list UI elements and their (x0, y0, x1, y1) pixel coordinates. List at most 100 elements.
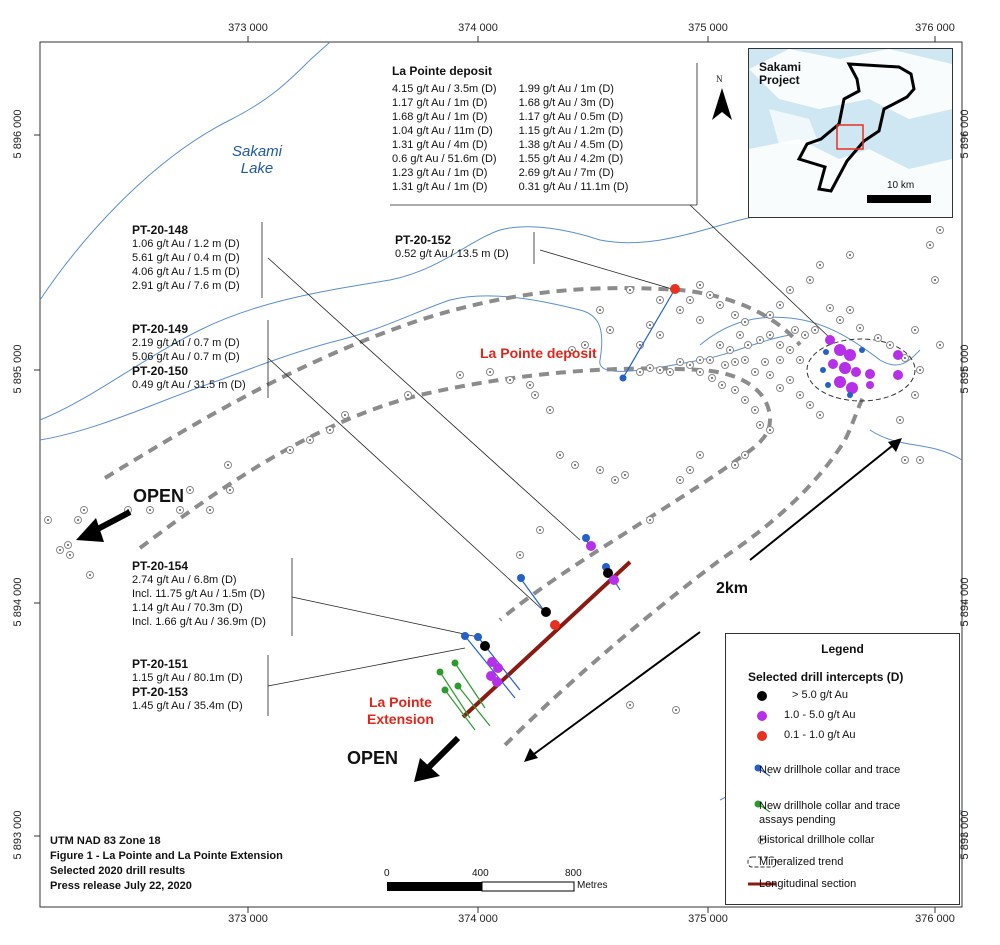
x-coord-label: 374 000 (458, 22, 498, 34)
historical-collar-center (747, 344, 749, 346)
result-line: 4.06 g/t Au / 1.5 m (D) (132, 266, 240, 278)
historical-collar-center (779, 387, 781, 389)
historical-collar-center (859, 327, 861, 329)
historical-collar-center (914, 329, 916, 331)
callout-brackets (261, 63, 698, 716)
historical-collar-center (639, 344, 641, 346)
result-line: 0.52 g/t Au / 13.5 m (D) (395, 248, 509, 260)
historical-collar-center (599, 309, 601, 311)
y-coord-label: 5 894 000 (959, 577, 971, 627)
legend-section-icon (748, 882, 776, 886)
result-line: 5.06 g/t Au / 0.7 m (D) (132, 351, 240, 363)
result-line: 5.61 g/t Au / 0.4 m (D) (132, 252, 240, 264)
historical-collar-center (659, 334, 661, 336)
historical-collar-center (789, 289, 791, 291)
historical-collar-center (69, 554, 71, 556)
inset-scale-label: 10 km (887, 180, 915, 191)
historical-collar-center (679, 309, 681, 311)
historical-collar-center (699, 284, 701, 286)
historical-collar-center (699, 319, 701, 321)
result-line: 1.04 g/t Au / 11m (D) (392, 125, 493, 137)
historical-collar-center (67, 544, 69, 546)
result-line: 1.31 g/t Au / 1m (D) (392, 181, 488, 193)
historical-collar-center (539, 529, 541, 531)
legend-pending-collar-label-2: assays pending (759, 814, 836, 826)
historical-collar-center (904, 459, 906, 461)
x-coord-label: 376 000 (915, 913, 955, 925)
legend-historical-collar-icon (757, 835, 767, 845)
y-coord-label: 5 893 000 (12, 810, 24, 860)
historical-collar-center (734, 389, 736, 391)
historical-collar-center (744, 321, 746, 323)
callout-pt-20-151-153: PT-20-151 1.15 g/t Au / 80.1m (D) PT-20-… (132, 657, 243, 712)
historical-collar-center (529, 384, 531, 386)
historical-collar-center (509, 379, 511, 381)
historical-collar-center (719, 344, 721, 346)
result-line: 1.15 g/t Au / 1.2m (D) (518, 125, 624, 137)
historical-collar-center (734, 361, 736, 363)
historical-collar-center (769, 314, 771, 316)
historical-collar-center (209, 509, 211, 511)
result-line: 1.15 g/t Au / 80.1m (D) (132, 672, 243, 684)
result-line: 0.31 g/t Au / 11.1m (D) (518, 181, 629, 193)
historical-collar-center (709, 294, 711, 296)
result-line: 2.91 g/t Au / 7.6 m (D) (132, 280, 240, 292)
y-coord-label: 5 896 000 (959, 109, 971, 159)
distance-arrow (524, 438, 902, 762)
legend-subtitle: Selected drill intercepts (D) (748, 670, 904, 684)
historical-collar-center (649, 519, 651, 521)
inset-map-canvas (749, 49, 952, 217)
x-coord-label: 373 000 (228, 913, 268, 925)
historical-collar-center (459, 374, 461, 376)
historical-collar-center (689, 469, 691, 471)
scale-unit: Metres (577, 880, 608, 891)
result-line: 1.45 g/t Au / 35.4m (D) (132, 700, 243, 712)
deposit-results-left: 4.15 g/t Au / 3.5m (D)1.17 g/t Au / 1m (… (392, 82, 497, 194)
historical-collar-center (809, 404, 811, 406)
historical-collar-center (614, 479, 616, 481)
historical-collar-center (679, 361, 681, 363)
distance-label: 2km (716, 580, 749, 597)
deposit-results-right: 1.99 g/t Au / 1m (D)1.68 g/t Au / 3m (D)… (519, 82, 629, 194)
historical-collar-center (724, 364, 726, 366)
historical-collar-center (59, 549, 61, 551)
historical-collar-center (819, 264, 821, 266)
result-line: 2.69 g/t Au / 7m (D) (518, 167, 614, 179)
historical-collar-center (83, 509, 85, 511)
intercepts (461, 284, 680, 687)
legend-low-label: 0.1 - 1.0 g/t Au (784, 729, 856, 741)
deposit-intercepts (820, 335, 903, 398)
extension-label: La Pointe Extension (367, 694, 434, 727)
callout-pt-20-154: PT-20-154 2.74 g/t Au / 6.8m (D)Incl. 11… (132, 559, 266, 628)
historical-collar-center (624, 474, 626, 476)
grid-ticks (34, 36, 968, 913)
y-coord-label: 5 894 000 (12, 577, 24, 627)
historical-collar-center (699, 454, 701, 456)
historical-collar-center (689, 299, 691, 301)
historical-collar-center (754, 371, 756, 373)
historical-collar-center (739, 334, 741, 336)
legend-high-label: > 5.0 g/t Au (792, 689, 848, 701)
legend-trend-label: Mineralized trend (759, 856, 844, 868)
historical-collar-center (675, 709, 677, 711)
result-line: 1.68 g/t Au / 3m (D) (518, 97, 614, 109)
historical-collar-center (149, 509, 151, 511)
historical-collar-center (849, 309, 851, 311)
result-line: 2.19 g/t Au / 0.7 m (D) (132, 337, 240, 349)
pending-collars (436, 659, 462, 694)
historical-collar-center (794, 329, 796, 331)
longitudinal-section (461, 560, 632, 719)
historical-collar-center (574, 464, 576, 466)
result-line: Incl. 1.66 g/t Au / 36.9m (D) (132, 616, 266, 628)
inset-title: Sakami Project (759, 60, 802, 87)
historical-collar-center (669, 371, 671, 373)
open-label-south: OPEN (347, 748, 399, 768)
historical-collar-center (489, 371, 491, 373)
legend-mid-label: 1.0 - 5.0 g/t Au (784, 709, 856, 721)
result-line: Incl. 11.75 g/t Au / 1.5m (D) (132, 588, 266, 600)
historical-collar-center (744, 454, 746, 456)
historical-collar-center (289, 449, 291, 451)
historical-collar-center (849, 254, 851, 256)
scale-tick-400: 400 (472, 868, 489, 879)
historical-collar-center (759, 339, 761, 341)
